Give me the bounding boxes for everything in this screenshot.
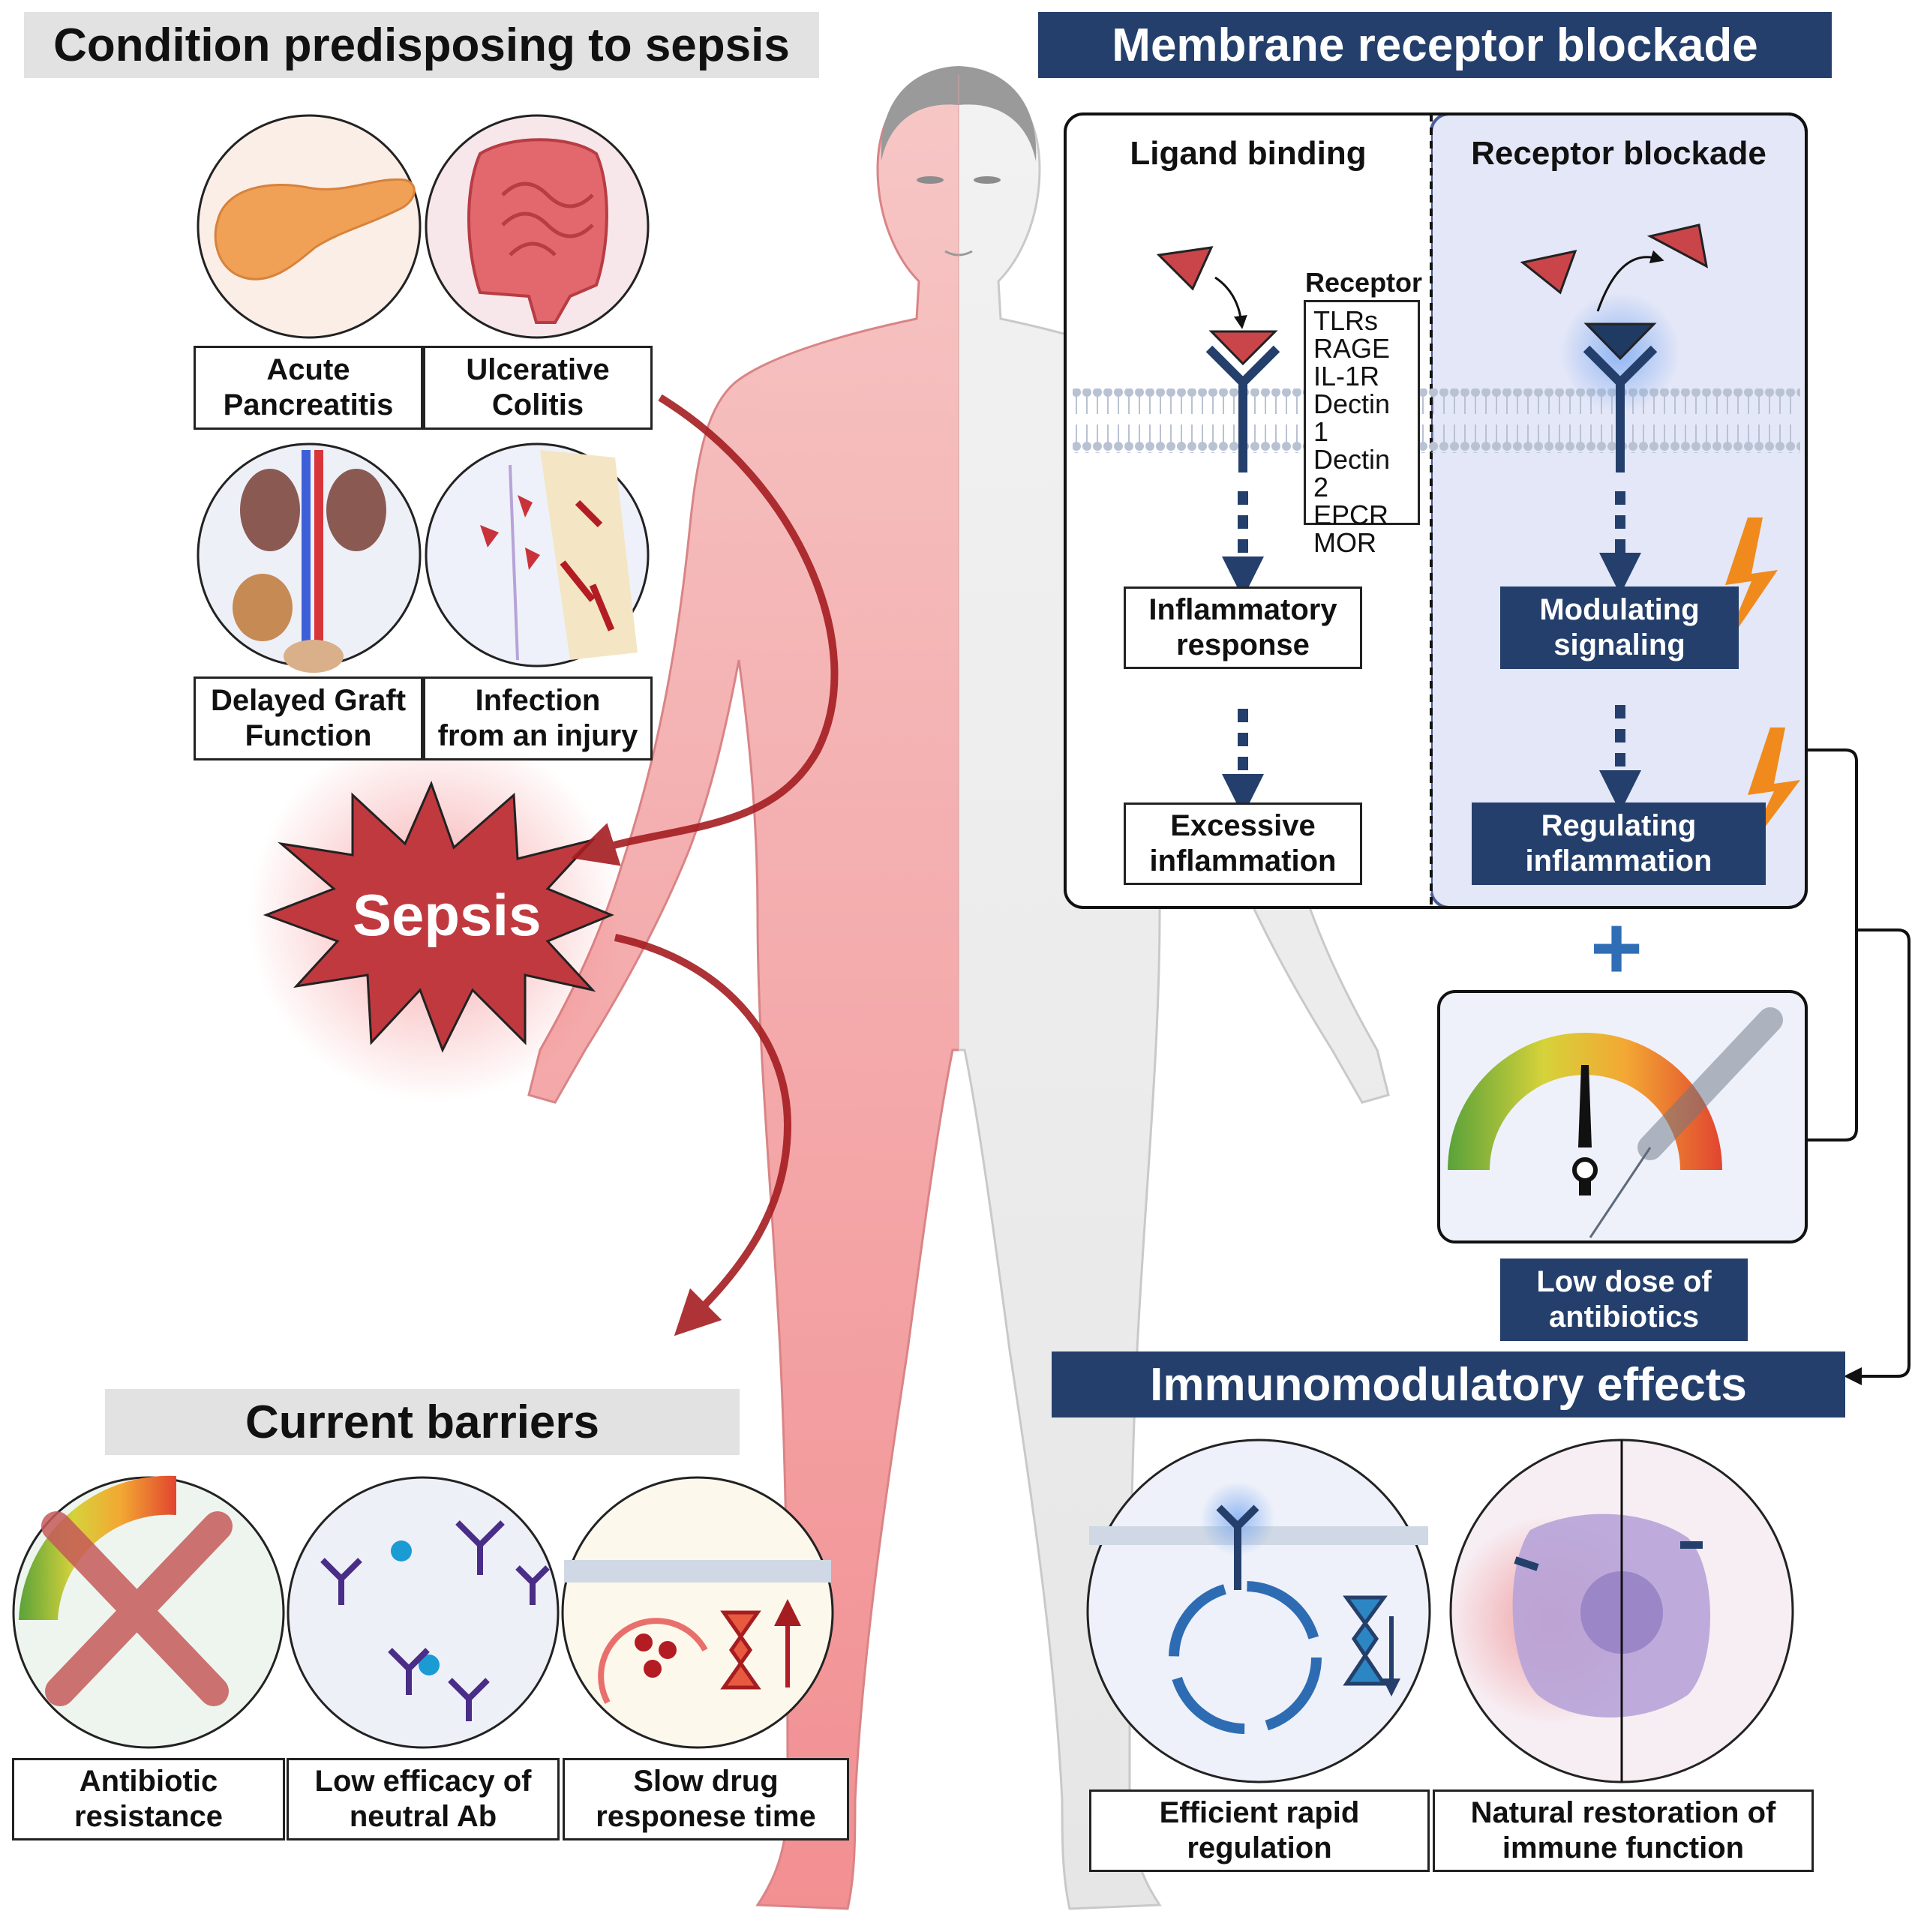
barrier-resistance-illustration	[12, 1475, 285, 1749]
injury-illustration	[425, 442, 650, 668]
ligand-receptor-right	[1520, 224, 1800, 855]
label-acute-pancreatitis: Acute Pancreatitis	[194, 346, 423, 430]
label-modulating-signaling: Modulating signaling	[1500, 586, 1739, 669]
label-inflammatory-response: Inflammatory response	[1124, 586, 1362, 669]
label-excessive-inflammation: Excessive inflammation	[1124, 802, 1362, 885]
label-ulcerative-colitis: Ulcerative Colitis	[423, 346, 653, 430]
kidney-graft-illustration	[197, 442, 422, 673]
label-antibiotic-resistance: Antibiotic resistance	[12, 1758, 285, 1840]
label-low-efficacy-ab: Low efficacy of neutral Ab	[287, 1758, 560, 1840]
sepsis-arrows	[571, 394, 839, 1336]
receptor-list-title: Receptor	[1305, 267, 1423, 298]
label-infection-from-injury: Infection from an injury	[423, 676, 653, 760]
lightning-bolt-icon	[1721, 518, 1778, 652]
barrier-time-illustration	[561, 1476, 834, 1749]
sepsis-label: Sepsis	[353, 882, 542, 948]
receptor-item-dectin1: Dectin 1	[1313, 388, 1391, 447]
receptor-item-dectin2: Dectin 2	[1313, 444, 1391, 502]
receptor-item-mor: MOR	[1313, 527, 1376, 558]
label-slow-drug-response: Slow drug responese time	[563, 1758, 849, 1840]
sepsis-burst	[248, 728, 623, 1102]
receptor-item-tlrs: TLRs	[1313, 305, 1379, 336]
label-low-dose-antibiotics: Low dose of antibiotics	[1500, 1258, 1748, 1341]
label-regulating-inflammation: Regulating inflammation	[1472, 802, 1766, 885]
header-membrane-receptor-blockade: Membrane receptor blockade	[1038, 12, 1832, 78]
label-efficient-rapid-regulation: Efficient rapid regulation	[1089, 1790, 1430, 1872]
receptor-list: TLRs RAGE IL-1R Dectin 1 Dectin 2 EPCR M…	[1304, 300, 1420, 556]
header-current-barriers: Current barriers	[105, 1389, 740, 1455]
ligand-receptor-left	[1156, 246, 1280, 816]
pancreas-illustration	[197, 114, 422, 339]
antibiotic-gauge	[1437, 990, 1808, 1244]
label-delayed-graft-function: Delayed Graft Function	[194, 676, 423, 760]
header-conditions: Condition predisposing to sepsis	[24, 12, 819, 78]
header-immunomodulatory-effects: Immunomodulatory effects	[1052, 1352, 1845, 1418]
colon-illustration	[425, 114, 650, 339]
receptor-item-il1r: IL-1R	[1313, 361, 1380, 392]
label-natural-restoration: Natural restoration of immune function	[1433, 1790, 1814, 1872]
plus-icon: +	[1590, 898, 1643, 998]
effect-restoration-illustration	[1448, 1438, 1794, 1784]
panel-title-receptor-blockade: Receptor blockade	[1471, 135, 1766, 172]
receptor-item-rage: RAGE	[1313, 333, 1391, 364]
connector-bracket	[1808, 748, 1910, 1385]
effect-regulation-illustration	[1086, 1438, 1431, 1784]
receptor-item-epcr: EPCR	[1313, 500, 1389, 530]
panel-title-ligand-binding: Ligand binding	[1130, 135, 1367, 172]
lightning-bolt-icon	[1744, 728, 1800, 855]
barrier-antibody-illustration	[287, 1476, 560, 1749]
